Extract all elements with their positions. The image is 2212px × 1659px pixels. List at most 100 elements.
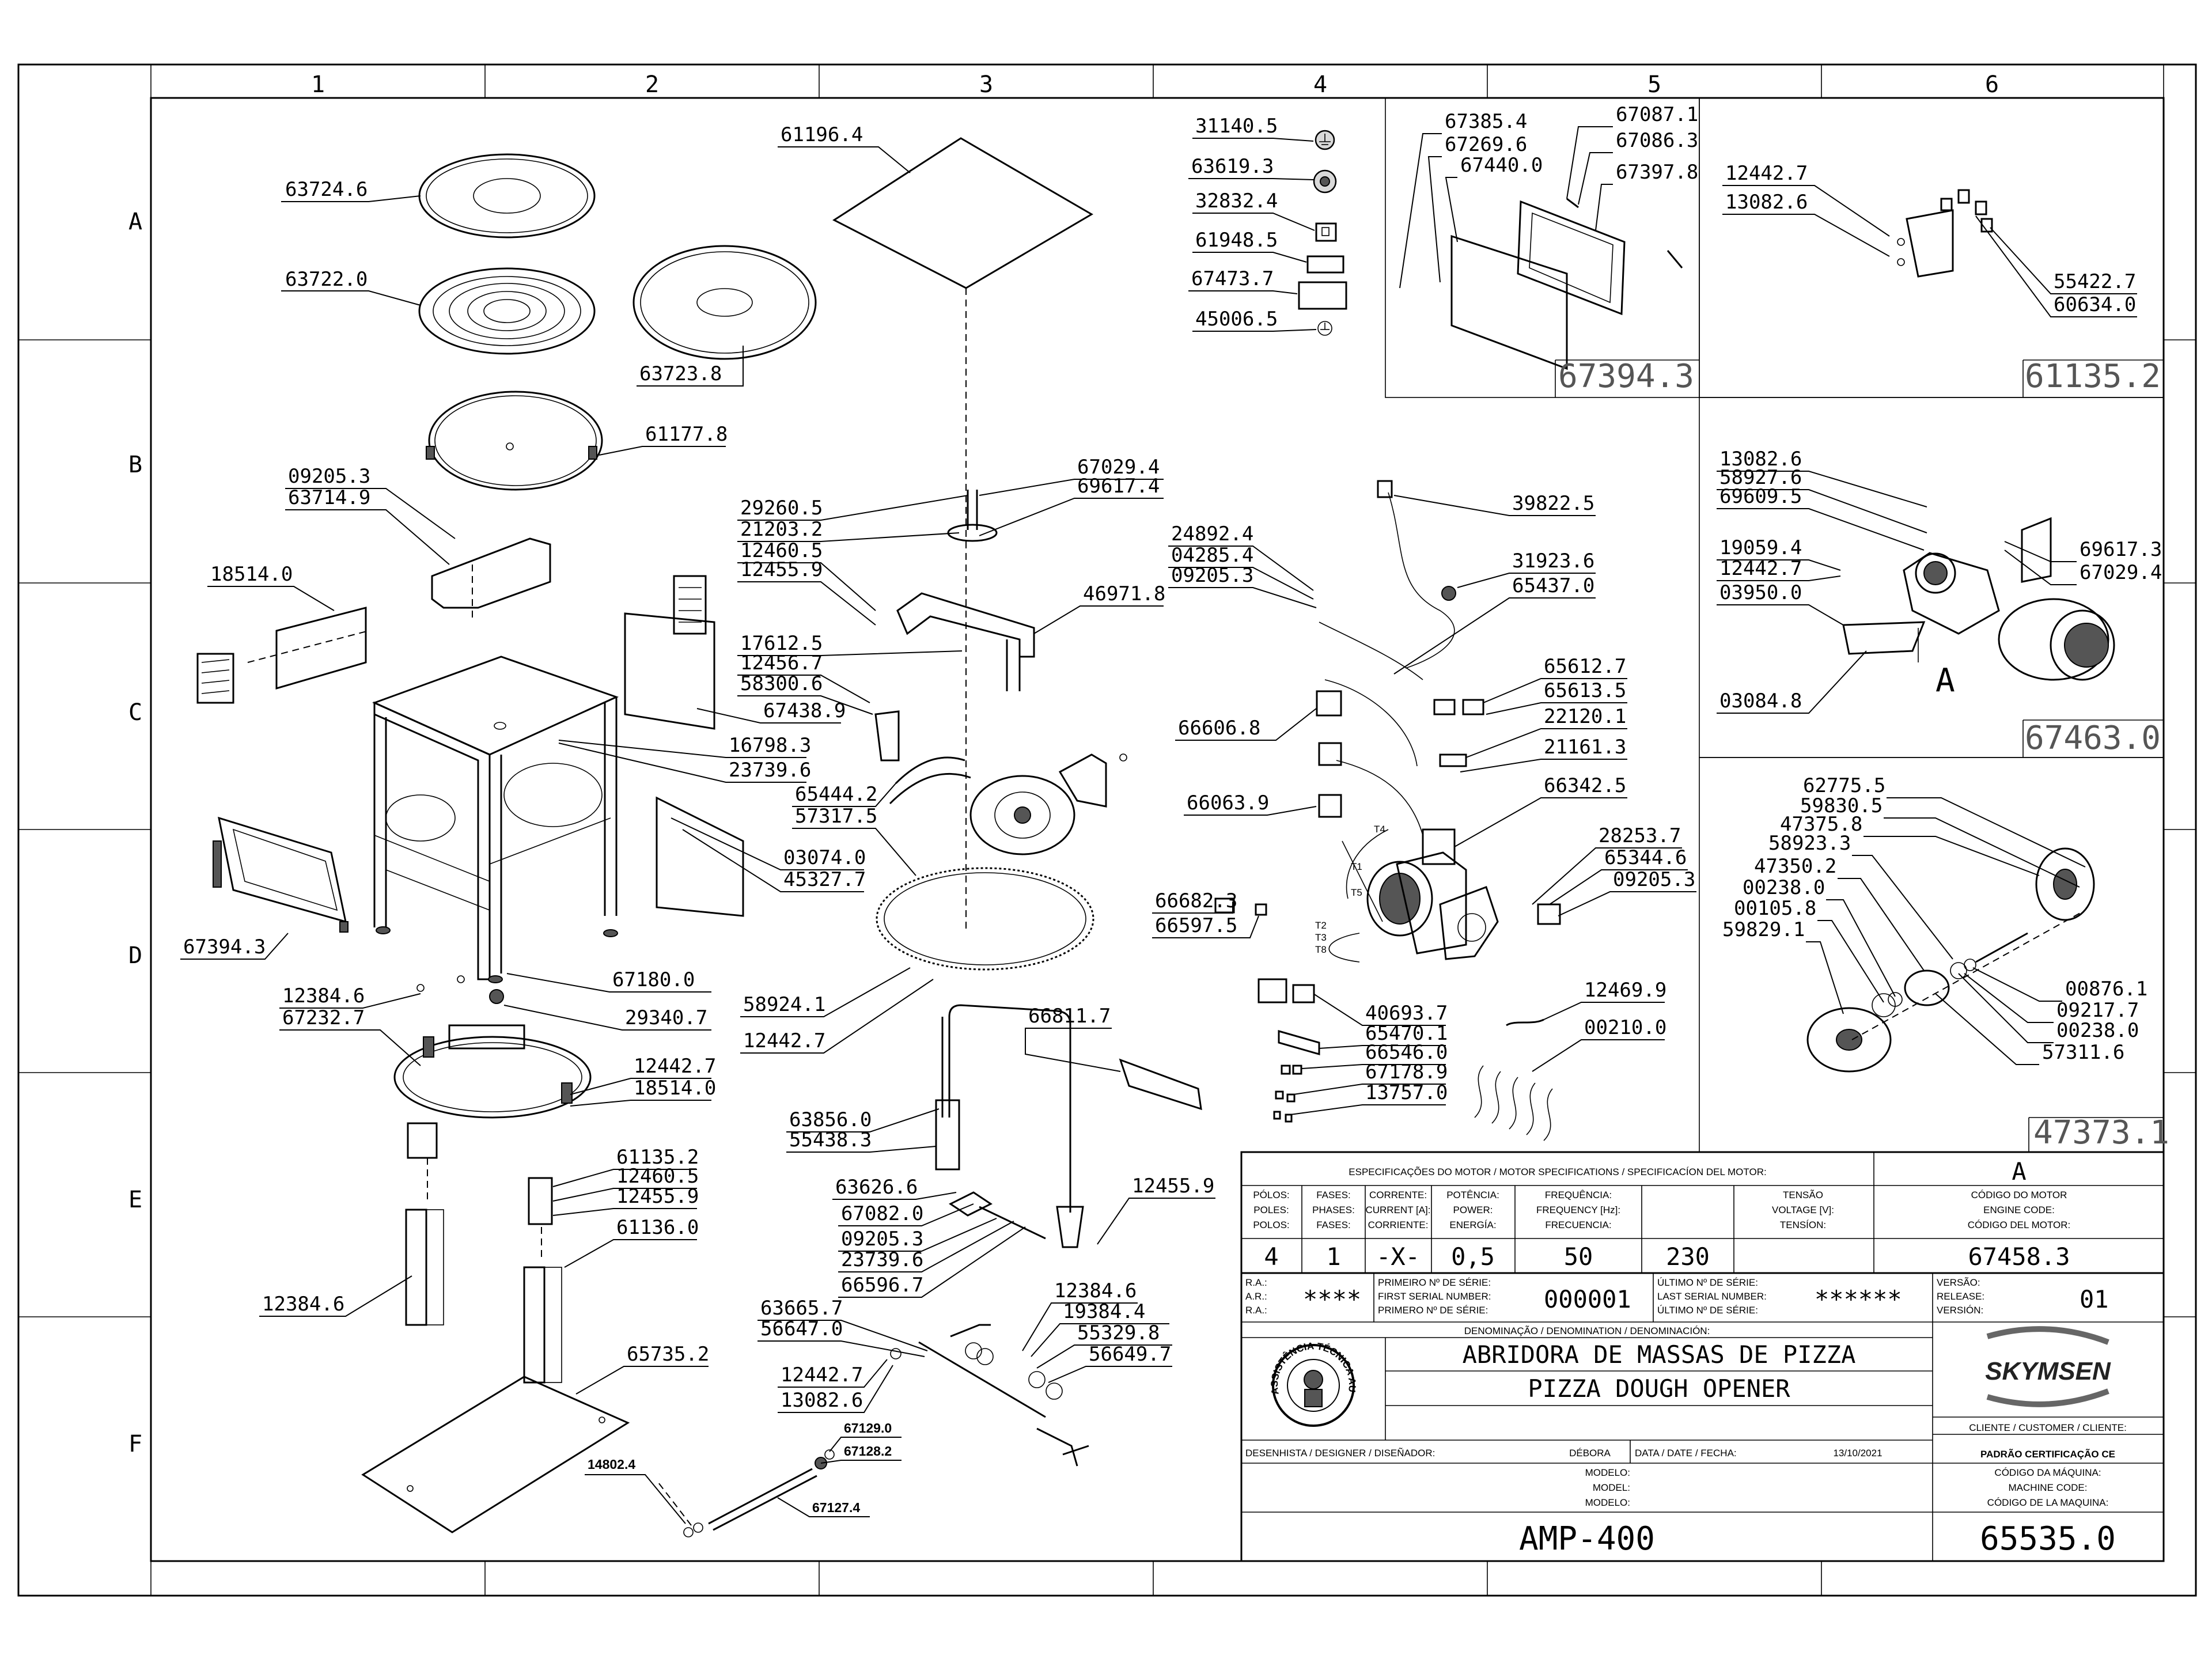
part-label: 23739.6 — [729, 759, 811, 782]
part-label: 65470.1 — [1365, 1022, 1448, 1045]
part-label: 47375.8 — [1780, 813, 1862, 836]
part-label: 12455.9 — [1132, 1175, 1214, 1198]
part-label: 22120.1 — [1544, 705, 1626, 728]
part-label: 59829.1 — [1722, 918, 1805, 941]
part-label: 65344.6 — [1604, 846, 1687, 869]
first-serial-label: PRIMERO Nº DE SÉRIE: — [1378, 1305, 1488, 1316]
part-label: 63722.0 — [285, 268, 368, 291]
part-label: 12442.7 — [1725, 162, 1808, 185]
model-label: MODEL: — [1593, 1482, 1630, 1493]
part-label: 12384.6 — [262, 1293, 344, 1316]
product-name-pt: ABRIDORA DE MASSAS DE PIZZA — [1463, 1340, 1856, 1369]
part-label: 46971.8 — [1083, 582, 1165, 605]
part-label: 00210.0 — [1584, 1016, 1666, 1039]
part-label: 58300.6 — [740, 672, 823, 695]
row-label-e: E — [128, 1187, 142, 1213]
motor-code-label: CÓDIGO DO MOTOR — [1971, 1190, 2067, 1200]
motor-variant: A — [2012, 1157, 2026, 1185]
part-label: 56649.7 — [1089, 1343, 1171, 1366]
part-label: 39822.5 — [1512, 492, 1594, 515]
part-label: 55329.8 — [1077, 1321, 1160, 1344]
ground-symbol-icon — [1315, 130, 1335, 150]
power-value: 0,5 — [1451, 1243, 1495, 1271]
part-label: 12455.9 — [616, 1185, 699, 1208]
client-label: CLIENTE / CUSTOMER / CLIENTE: — [1969, 1422, 2127, 1433]
part-label: 31923.6 — [1512, 550, 1594, 573]
motor-spec-header: ESPECIFICAÇÕES DO MOTOR / MOTOR SPECIFIC… — [1349, 1166, 1766, 1177]
part-label: 18514.0 — [210, 563, 293, 586]
poles-label: POLOS: — [1253, 1219, 1289, 1230]
part-label: 45327.7 — [783, 868, 866, 891]
rotary-switch-icon — [1313, 169, 1337, 194]
part-label: 63714.9 — [288, 486, 370, 509]
machine-code-label: CÓDIGO DA MÁQUINA: — [1994, 1467, 2101, 1478]
part-label: 09217.7 — [2056, 999, 2139, 1022]
part-label: 13757.0 — [1365, 1081, 1448, 1104]
wire-label-t1: T1 — [1351, 861, 1362, 872]
phases-label: PHASES: — [1312, 1205, 1355, 1215]
part-label: 09205.3 — [288, 465, 370, 488]
part-label: 63665.7 — [760, 1297, 843, 1320]
power-label: POTÊNCIA: — [1446, 1190, 1499, 1200]
part-label: 67394.3 — [183, 935, 266, 959]
detail-id-roller: 47373.1 — [2033, 1114, 2169, 1152]
phases-label: FASES: — [1316, 1219, 1351, 1230]
warning-label-icon — [1315, 222, 1337, 242]
client-value: PADRÃO CERTIFICAÇÃO CE — [1980, 1448, 2115, 1460]
part-label: 03950.0 — [1719, 581, 1802, 604]
ra-label: R.A.: — [1245, 1305, 1267, 1316]
part-label: 66342.5 — [1544, 774, 1626, 797]
center-assembly-drawing — [832, 137, 1202, 1467]
part-label: 57311.6 — [2042, 1041, 2124, 1064]
part-label: 67440.0 — [1460, 154, 1543, 177]
wire-label-t4: T4 — [1374, 824, 1385, 835]
drawing-frame: 1 2 3 4 5 6 A B C D E F — [17, 63, 2197, 1597]
part-label: 12442.7 — [1719, 557, 1802, 580]
frequency-label: FREQUENCY [Hz]: — [1536, 1205, 1620, 1215]
part-label: 00105.8 — [1734, 897, 1816, 920]
part-label: 66063.9 — [1187, 791, 1269, 815]
last-serial-label: ÚLTIMO Nº DE SÉRIE: — [1657, 1277, 1758, 1288]
part-label: 12460.5 — [740, 539, 823, 562]
column-label-4: 4 — [1313, 71, 1327, 98]
part-label: 12442.7 — [743, 1029, 825, 1052]
part-label: 67087.1 — [1616, 103, 1698, 126]
voltage-label: TENSÍON: — [1780, 1219, 1826, 1230]
part-label: 57317.5 — [795, 805, 877, 828]
part-label: 65735.2 — [627, 1343, 709, 1366]
part-label: 09205.3 — [1613, 868, 1695, 891]
equipotential-symbol-icon — [1317, 321, 1332, 336]
version-label: VERSÃO: — [1937, 1277, 1980, 1288]
ra-label: A.R.: — [1245, 1291, 1267, 1302]
model-value: AMP-400 — [1519, 1520, 1655, 1558]
detail-box-roller: 47373.1 — [1699, 757, 2169, 1153]
authorized-service-seal-icon: ASSISTÊNCIA TÉCNICA AUTORIZADA — [0, 0, 1358, 1427]
version-label: RELEASE: — [1937, 1291, 1984, 1302]
phases-label: FASES: — [1316, 1190, 1351, 1200]
column-label-2: 2 — [645, 71, 659, 98]
first-serial-label: FIRST SERIAL NUMBER: — [1378, 1291, 1491, 1302]
part-label: 67232.7 — [282, 1006, 365, 1029]
part-label: 62775.5 — [1803, 774, 1885, 797]
part-label: 67086.3 — [1616, 129, 1698, 152]
detail-box-door: 67394.3 — [1385, 97, 1700, 398]
row-label-f: F — [128, 1431, 142, 1457]
part-label: 55422.7 — [2054, 270, 2136, 293]
last-serial-label: ÚLTIMO Nº DE SÉRIE: — [1657, 1305, 1758, 1316]
rating-plate-icon — [1298, 281, 1347, 310]
symbol-icons — [1298, 130, 1347, 336]
part-label: 12384.6 — [1054, 1279, 1137, 1302]
part-label: 12460.5 — [616, 1165, 699, 1188]
part-label: 67129.0 — [844, 1421, 892, 1435]
part-label: 03074.0 — [783, 846, 866, 869]
designer-label: DESENHISTA / DESIGNER / DISEÑADOR: — [1245, 1448, 1435, 1459]
part-label: 12469.9 — [1584, 979, 1666, 1002]
part-label: 60634.0 — [2054, 293, 2136, 316]
part-label: 29340.7 — [625, 1006, 707, 1029]
left-assembly-drawing — [196, 153, 835, 1537]
part-label: 61177.8 — [645, 423, 728, 446]
part-label: 12442.7 — [781, 1363, 863, 1387]
part-label: 66682.3 — [1155, 889, 1237, 912]
part-label: 67029.4 — [2080, 561, 2162, 584]
wire-label-t2: T2 — [1315, 920, 1327, 931]
